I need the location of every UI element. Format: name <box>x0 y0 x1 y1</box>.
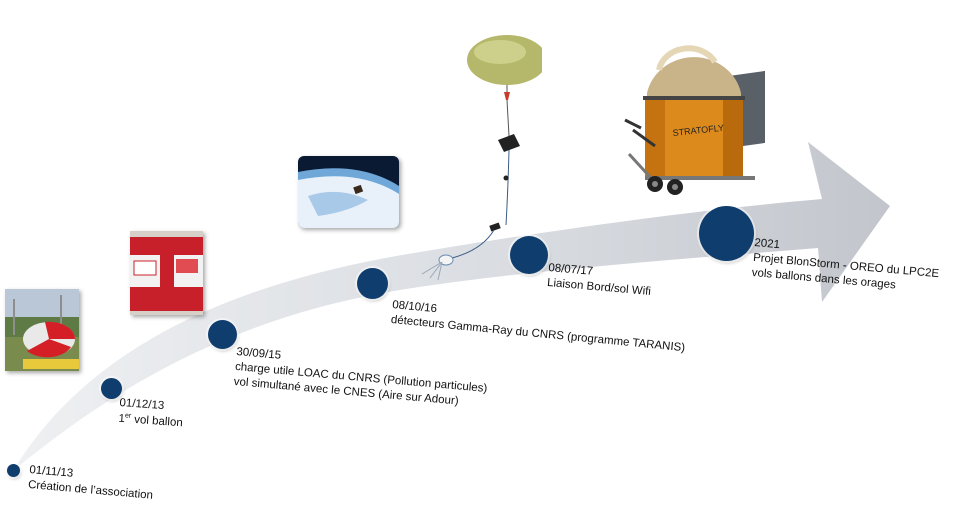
arrow-body <box>13 142 890 471</box>
trailer-dome-render: STRATOFLY <box>624 45 765 195</box>
milestone-dot-6 <box>699 206 754 261</box>
milestone-dot-3 <box>208 320 237 349</box>
earth-from-space-photo <box>298 156 399 228</box>
milestone-dot-2 <box>101 378 122 399</box>
milestone-dot-5 <box>510 236 548 274</box>
milestone-dot-4 <box>357 268 388 299</box>
balloon-flight-chain <box>421 35 542 281</box>
ballon-photo <box>5 289 79 371</box>
milestone-dot-1 <box>7 464 20 477</box>
milestone-label-2: 01/12/13 1er vol ballon <box>118 396 184 432</box>
payload-box-photo <box>130 231 203 315</box>
